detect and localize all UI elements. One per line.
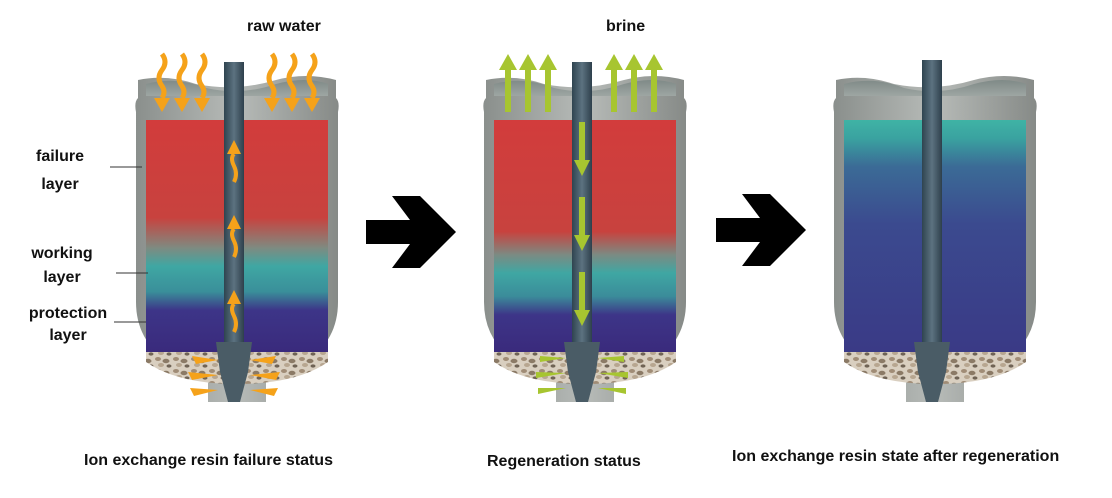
- down-flow-arrows: [574, 122, 590, 326]
- raw-water-arrows: [156, 52, 318, 100]
- center-pipe: [922, 60, 942, 342]
- distributor: [564, 342, 600, 402]
- distributor-arrows: [536, 356, 628, 394]
- transition-arrow-2-icon: [716, 194, 806, 266]
- protection-layer-label: protection layer: [28, 305, 108, 344]
- distributor-arrows: [188, 356, 280, 396]
- caption-after-regeneration: Ion exchange resin state after regenerat…: [732, 448, 1060, 465]
- caption-failure-status: Ion exchange resin failure status: [84, 452, 333, 469]
- transition-arrow-1-icon: [366, 196, 456, 268]
- working-layer-label: working layer: [31, 245, 93, 286]
- layer-pointer-lines: [110, 166, 148, 323]
- raw-water-label: raw water: [247, 18, 321, 35]
- failure-layer-label: failure layer: [35, 148, 84, 193]
- tank-regeneration-status: [483, 54, 687, 402]
- distributor: [914, 342, 950, 402]
- distributor: [216, 342, 252, 402]
- tank-failure-status: [135, 52, 339, 402]
- center-pipe: [224, 62, 244, 342]
- brine-label: brine: [606, 18, 646, 35]
- brine-arrows: [499, 54, 663, 112]
- tank-after-regeneration: [833, 60, 1037, 402]
- caption-regeneration-status: Regeneration status: [487, 453, 641, 470]
- up-flow-arrows: [230, 152, 238, 333]
